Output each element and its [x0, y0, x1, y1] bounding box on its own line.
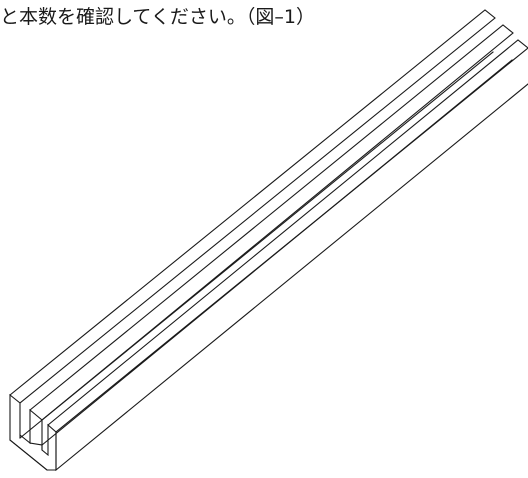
rail-outer-side [55, 83, 528, 472]
instruction-caption: と本数を確認してください。（図–1） [0, 6, 315, 28]
rail-end-face [9, 393, 57, 471]
rail-far-wall [9, 9, 496, 404]
rail-groove-right [41, 59, 513, 446]
rail-end-face-inner [19, 434, 43, 451]
rail-near-wall [47, 39, 528, 433]
rail-middle-rib [29, 24, 514, 421]
rail-groove-left [19, 51, 494, 439]
